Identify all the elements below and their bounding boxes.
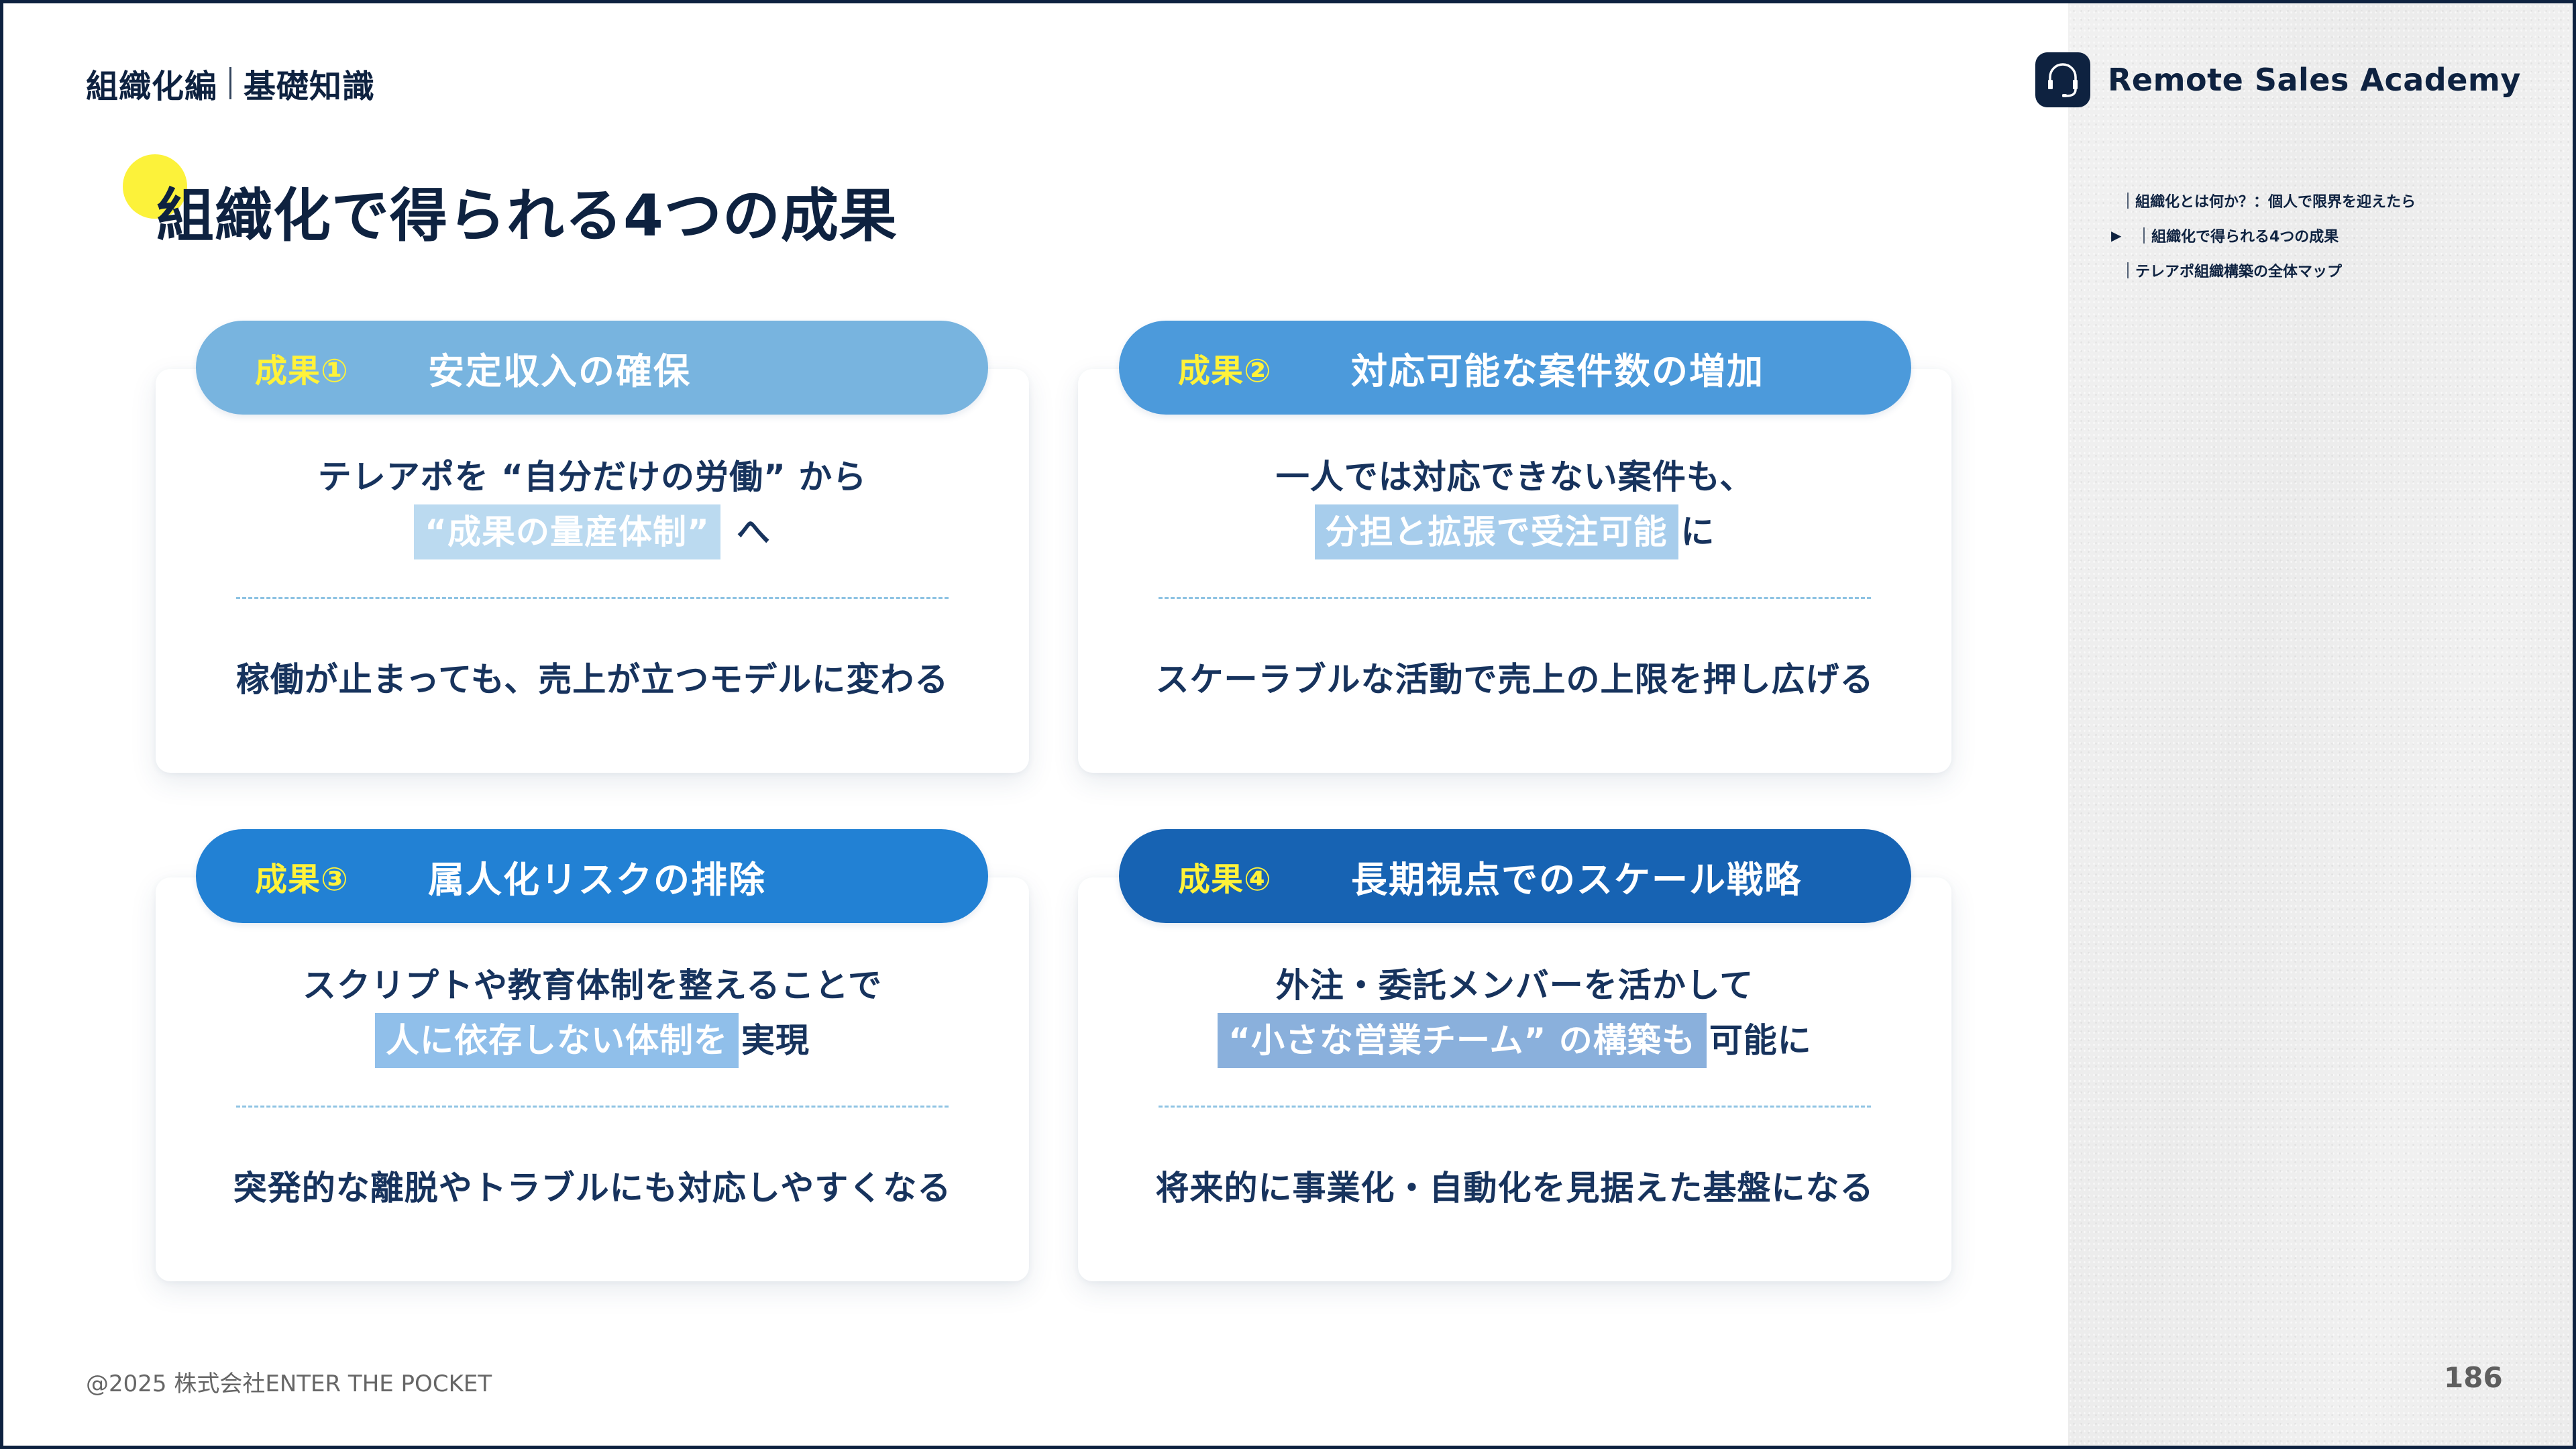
nav-bar-marker xyxy=(2127,262,2129,278)
card-summary: スケーラブルな活動で売上の上限を押し広げる xyxy=(1155,660,1874,699)
result-heading: 安定収入の確保 xyxy=(428,350,691,392)
card-highlight: 人に依存しない体制を xyxy=(375,1013,739,1068)
result-card-3: スクリプトや教育体制を整えることで 人に依存しない体制を実現 突発的な離脱やトラ… xyxy=(156,877,1029,1281)
card-highlight-suffix: 可能に xyxy=(1709,1021,1812,1060)
result-label: 成果① xyxy=(255,352,349,390)
card-line-2: 分担と拡張で受注可能に xyxy=(1078,504,1951,559)
card-body: 一人では対応できない案件も、 分担と拡張で受注可能に xyxy=(1078,449,1951,559)
card-highlight: “小さな営業チーム” の構築も xyxy=(1218,1013,1707,1068)
result-heading: 長期視点でのスケール戦略 xyxy=(1351,858,1802,901)
card-body: 外注・委託メンバーを活かして “小さな営業チーム” の構築も可能に xyxy=(1078,958,1951,1068)
result-pill-2: 成果② 対応可能な案件数の増加 xyxy=(1119,321,1911,415)
card-line-1: テレアポを “自分だけの労働” から xyxy=(317,458,867,496)
page-number: 186 xyxy=(2444,1361,2503,1394)
nav-bar-marker xyxy=(2143,227,2145,244)
nav-bar-marker xyxy=(2127,193,2129,209)
result-heading: 属人化リスクの排除 xyxy=(428,858,766,901)
sidebar-panel xyxy=(2068,3,2573,1446)
result-card-1: テレアポを “自分だけの労働” から “成果の量産体制” へ 稼働が止まっても、売… xyxy=(156,369,1029,773)
sidebar-item-four-results[interactable]: ▶ 組織化で得られる4つの成果 xyxy=(2111,218,2416,253)
result-label: 成果③ xyxy=(255,861,349,898)
sidebar-nav: 組織化とは何か？：個人で限界を迎えたら ▶ 組織化で得られる4つの成果 テレアポ… xyxy=(2111,183,2416,288)
brand-name: Remote Sales Academy xyxy=(2108,62,2521,98)
card-summary: 突発的な離脱やトラブルにも対応しやすくなる xyxy=(233,1169,952,1208)
card-highlight: 分担と拡張で受注可能 xyxy=(1314,504,1678,559)
page-title: 組織化で得られる4つの成果 xyxy=(156,182,898,250)
result-pill-4: 成果④ 長期視点でのスケール戦略 xyxy=(1119,829,1911,923)
card-line-1: 一人では対応できない案件も、 xyxy=(1275,458,1754,496)
dashed-divider xyxy=(236,597,949,599)
result-card-2: 一人では対応できない案件も、 分担と拡張で受注可能に スケーラブルな活動で売上の… xyxy=(1078,369,1951,773)
dashed-divider xyxy=(236,1106,949,1108)
card-line-2: “成果の量産体制” へ xyxy=(156,504,1029,559)
dashed-divider xyxy=(1159,1106,1871,1108)
result-label: 成果④ xyxy=(1178,861,1272,898)
sidebar-item-label: 組織化とは何か？：個人で限界を迎えたら xyxy=(2135,194,2416,211)
sidebar-item-overall-map[interactable]: テレアポ組織構築の全体マップ xyxy=(2127,253,2416,288)
card-line-1: スクリプトや教育体制を整えることで xyxy=(303,966,882,1005)
card-line-2: 人に依存しない体制を実現 xyxy=(156,1013,1029,1068)
result-pill-1: 成果① 安定収入の確保 xyxy=(196,321,988,415)
card-highlight: “成果の量産体制” xyxy=(414,504,720,559)
breadcrumb-section: 組織化編 xyxy=(86,68,218,105)
sidebar-item-what-is-organization[interactable]: 組織化とは何か？：個人で限界を迎えたら xyxy=(2127,183,2416,218)
card-highlight-suffix: 実現 xyxy=(741,1021,810,1060)
card-body: スクリプトや教育体制を整えることで 人に依存しない体制を実現 xyxy=(156,958,1029,1068)
card-highlight-suffix: に xyxy=(1680,513,1715,551)
slide: 組織化編 基礎知識 組織化で得られる4つの成果 テレアポを “自分だけの労働” … xyxy=(3,3,2573,1446)
breadcrumb-subsection: 基礎知識 xyxy=(244,68,376,105)
breadcrumb: 組織化編 基礎知識 xyxy=(86,60,375,107)
result-pill-3: 成果③ 属人化リスクの排除 xyxy=(196,829,988,923)
result-label: 成果② xyxy=(1178,352,1272,390)
dashed-divider xyxy=(1159,597,1871,599)
title-accent-dot xyxy=(123,154,187,219)
card-body: テレアポを “自分だけの労働” から “成果の量産体制” へ xyxy=(156,449,1029,559)
card-line-2: “小さな営業チーム” の構築も可能に xyxy=(1078,1013,1951,1068)
result-heading: 対応可能な案件数の増加 xyxy=(1351,350,1764,392)
card-line-1: 外注・委託メンバーを活かして xyxy=(1275,966,1754,1005)
card-highlight-suffix: へ xyxy=(736,513,771,551)
sidebar-item-label: 組織化で得られる4つの成果 xyxy=(2151,229,2339,246)
card-summary: 将来的に事業化・自動化を見据えた基盤になる xyxy=(1155,1169,1874,1208)
headset-icon xyxy=(2035,52,2090,107)
copyright: @2025 株式会社ENTER THE POCKET xyxy=(86,1371,492,1397)
breadcrumb-separator xyxy=(229,67,232,99)
sidebar-item-label: テレアポ組織構築の全体マップ xyxy=(2135,264,2343,280)
play-arrow-icon: ▶ xyxy=(2111,227,2122,244)
card-summary: 稼働が止まっても、売上が立つモデルに変わる xyxy=(235,660,949,699)
brand-logo: Remote Sales Academy xyxy=(2035,52,2521,107)
result-card-4: 外注・委託メンバーを活かして “小さな営業チーム” の構築も可能に 将来的に事業… xyxy=(1078,877,1951,1281)
